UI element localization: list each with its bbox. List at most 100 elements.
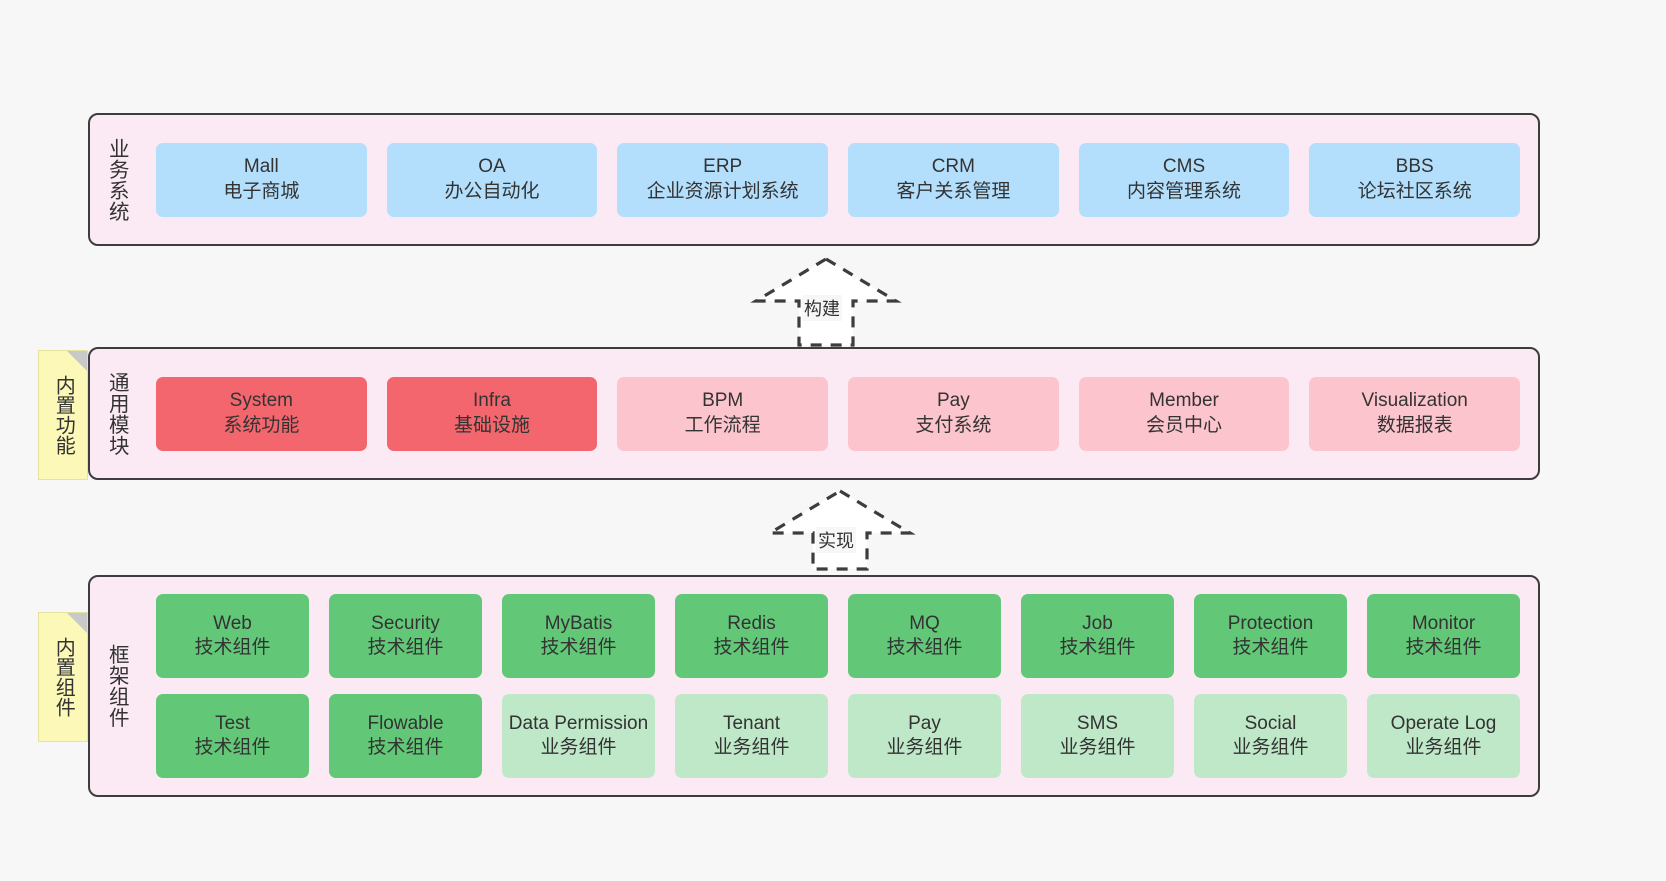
cell-subtitle: 技术组件 <box>194 637 271 658</box>
cell-title: Infra <box>472 390 512 412</box>
cell-title: OA <box>478 156 506 178</box>
cell-subtitle: 技术组件 <box>540 637 617 658</box>
layer-title-modules: 通用模块 <box>105 371 129 456</box>
cell-subtitle: 客户关系管理 <box>896 180 1011 202</box>
cell-title: Redis <box>727 612 776 634</box>
cell-subtitle: 业务组件 <box>540 737 617 758</box>
cell-sms[interactable]: SMS 业务组件 <box>1021 694 1174 778</box>
connector-build: 构建 <box>746 255 906 347</box>
cell-title: Pay <box>908 712 941 734</box>
cell-data-permission[interactable]: Data Permission 业务组件 <box>502 694 655 778</box>
cell-subtitle: 论坛社区系统 <box>1357 180 1472 202</box>
cell-pay[interactable]: Pay 业务组件 <box>848 694 1001 778</box>
cell-subtitle: 数据报表 <box>1376 414 1453 436</box>
connector-implement: 实现 <box>760 487 920 571</box>
cell-title: MQ <box>909 612 940 634</box>
cell-title: Security <box>371 612 440 634</box>
cell-subtitle: 工作流程 <box>684 414 761 436</box>
cell-title: System <box>229 390 294 412</box>
cell-subtitle: 业务组件 <box>1059 737 1136 758</box>
cell-subtitle: 系统功能 <box>223 414 300 436</box>
cell-subtitle: 业务组件 <box>1232 737 1309 758</box>
cell-title: Operate Log <box>1390 712 1497 734</box>
cell-title: CMS <box>1162 156 1206 178</box>
cell-tenant[interactable]: Tenant 业务组件 <box>675 694 828 778</box>
cell-title: ERP <box>703 156 743 178</box>
note-fold-corner-icon <box>67 351 87 371</box>
cell-subtitle: 企业资源计划系统 <box>646 180 799 202</box>
cell-title: BPM <box>702 390 744 412</box>
cell-mq[interactable]: MQ 技术组件 <box>848 594 1001 678</box>
cell-subtitle: 技术组件 <box>1405 637 1482 658</box>
note-fold-corner-icon <box>67 613 87 633</box>
cell-subtitle: 技术组件 <box>367 737 444 758</box>
cell-subtitle: 业务组件 <box>886 737 963 758</box>
cell-test[interactable]: Test 技术组件 <box>156 694 309 778</box>
cell-subtitle: 支付系统 <box>915 414 992 436</box>
cell-title: Monitor <box>1411 612 1476 634</box>
cell-subtitle: 内容管理系统 <box>1127 180 1242 202</box>
cell-subtitle: 技术组件 <box>1059 637 1136 658</box>
cell-title: Web <box>213 612 252 634</box>
cell-title: Flowable <box>367 712 444 734</box>
cell-monitor[interactable]: Monitor 技术组件 <box>1367 594 1520 678</box>
cell-subtitle: 技术组件 <box>194 737 271 758</box>
cell-security[interactable]: Security 技术组件 <box>329 594 482 678</box>
cell-title: Tenant <box>722 712 781 734</box>
sticky-note-framework: 内置组件 <box>38 612 88 742</box>
cell-title: Social <box>1244 712 1297 734</box>
sticky-note-modules: 内置功能 <box>38 350 88 480</box>
cell-title: BBS <box>1395 156 1434 178</box>
cell-title: Pay <box>936 390 970 412</box>
layer-title-business: 业务系统 <box>105 137 129 222</box>
cell-subtitle: 基础设施 <box>454 414 531 436</box>
cell-mybatis[interactable]: MyBatis 技术组件 <box>502 594 655 678</box>
cell-title: Protection <box>1227 612 1314 634</box>
connector-label-implement: 实现 <box>816 527 856 553</box>
cell-subtitle: 技术组件 <box>367 637 444 658</box>
cell-subtitle: 会员中心 <box>1146 414 1223 436</box>
cell-subtitle: 电子商城 <box>223 180 300 202</box>
cell-subtitle: 业务组件 <box>1405 737 1482 758</box>
cell-subtitle: 技术组件 <box>886 637 963 658</box>
cell-subtitle: 业务组件 <box>713 737 790 758</box>
cell-title: SMS <box>1076 712 1119 734</box>
cell-title: Test <box>215 712 250 734</box>
cell-title: MyBatis <box>544 612 613 634</box>
cell-subtitle: 办公自动化 <box>444 180 540 202</box>
cell-title: CRM <box>931 156 975 178</box>
cell-operate-log[interactable]: Operate Log 业务组件 <box>1367 694 1520 778</box>
cell-social[interactable]: Social 业务组件 <box>1194 694 1347 778</box>
cell-web[interactable]: Web 技术组件 <box>156 594 309 678</box>
connector-label-build: 构建 <box>802 295 842 321</box>
cell-title: Data Permission <box>508 712 649 734</box>
cell-flowable[interactable]: Flowable 技术组件 <box>329 694 482 778</box>
cell-title: Mall <box>243 156 279 178</box>
